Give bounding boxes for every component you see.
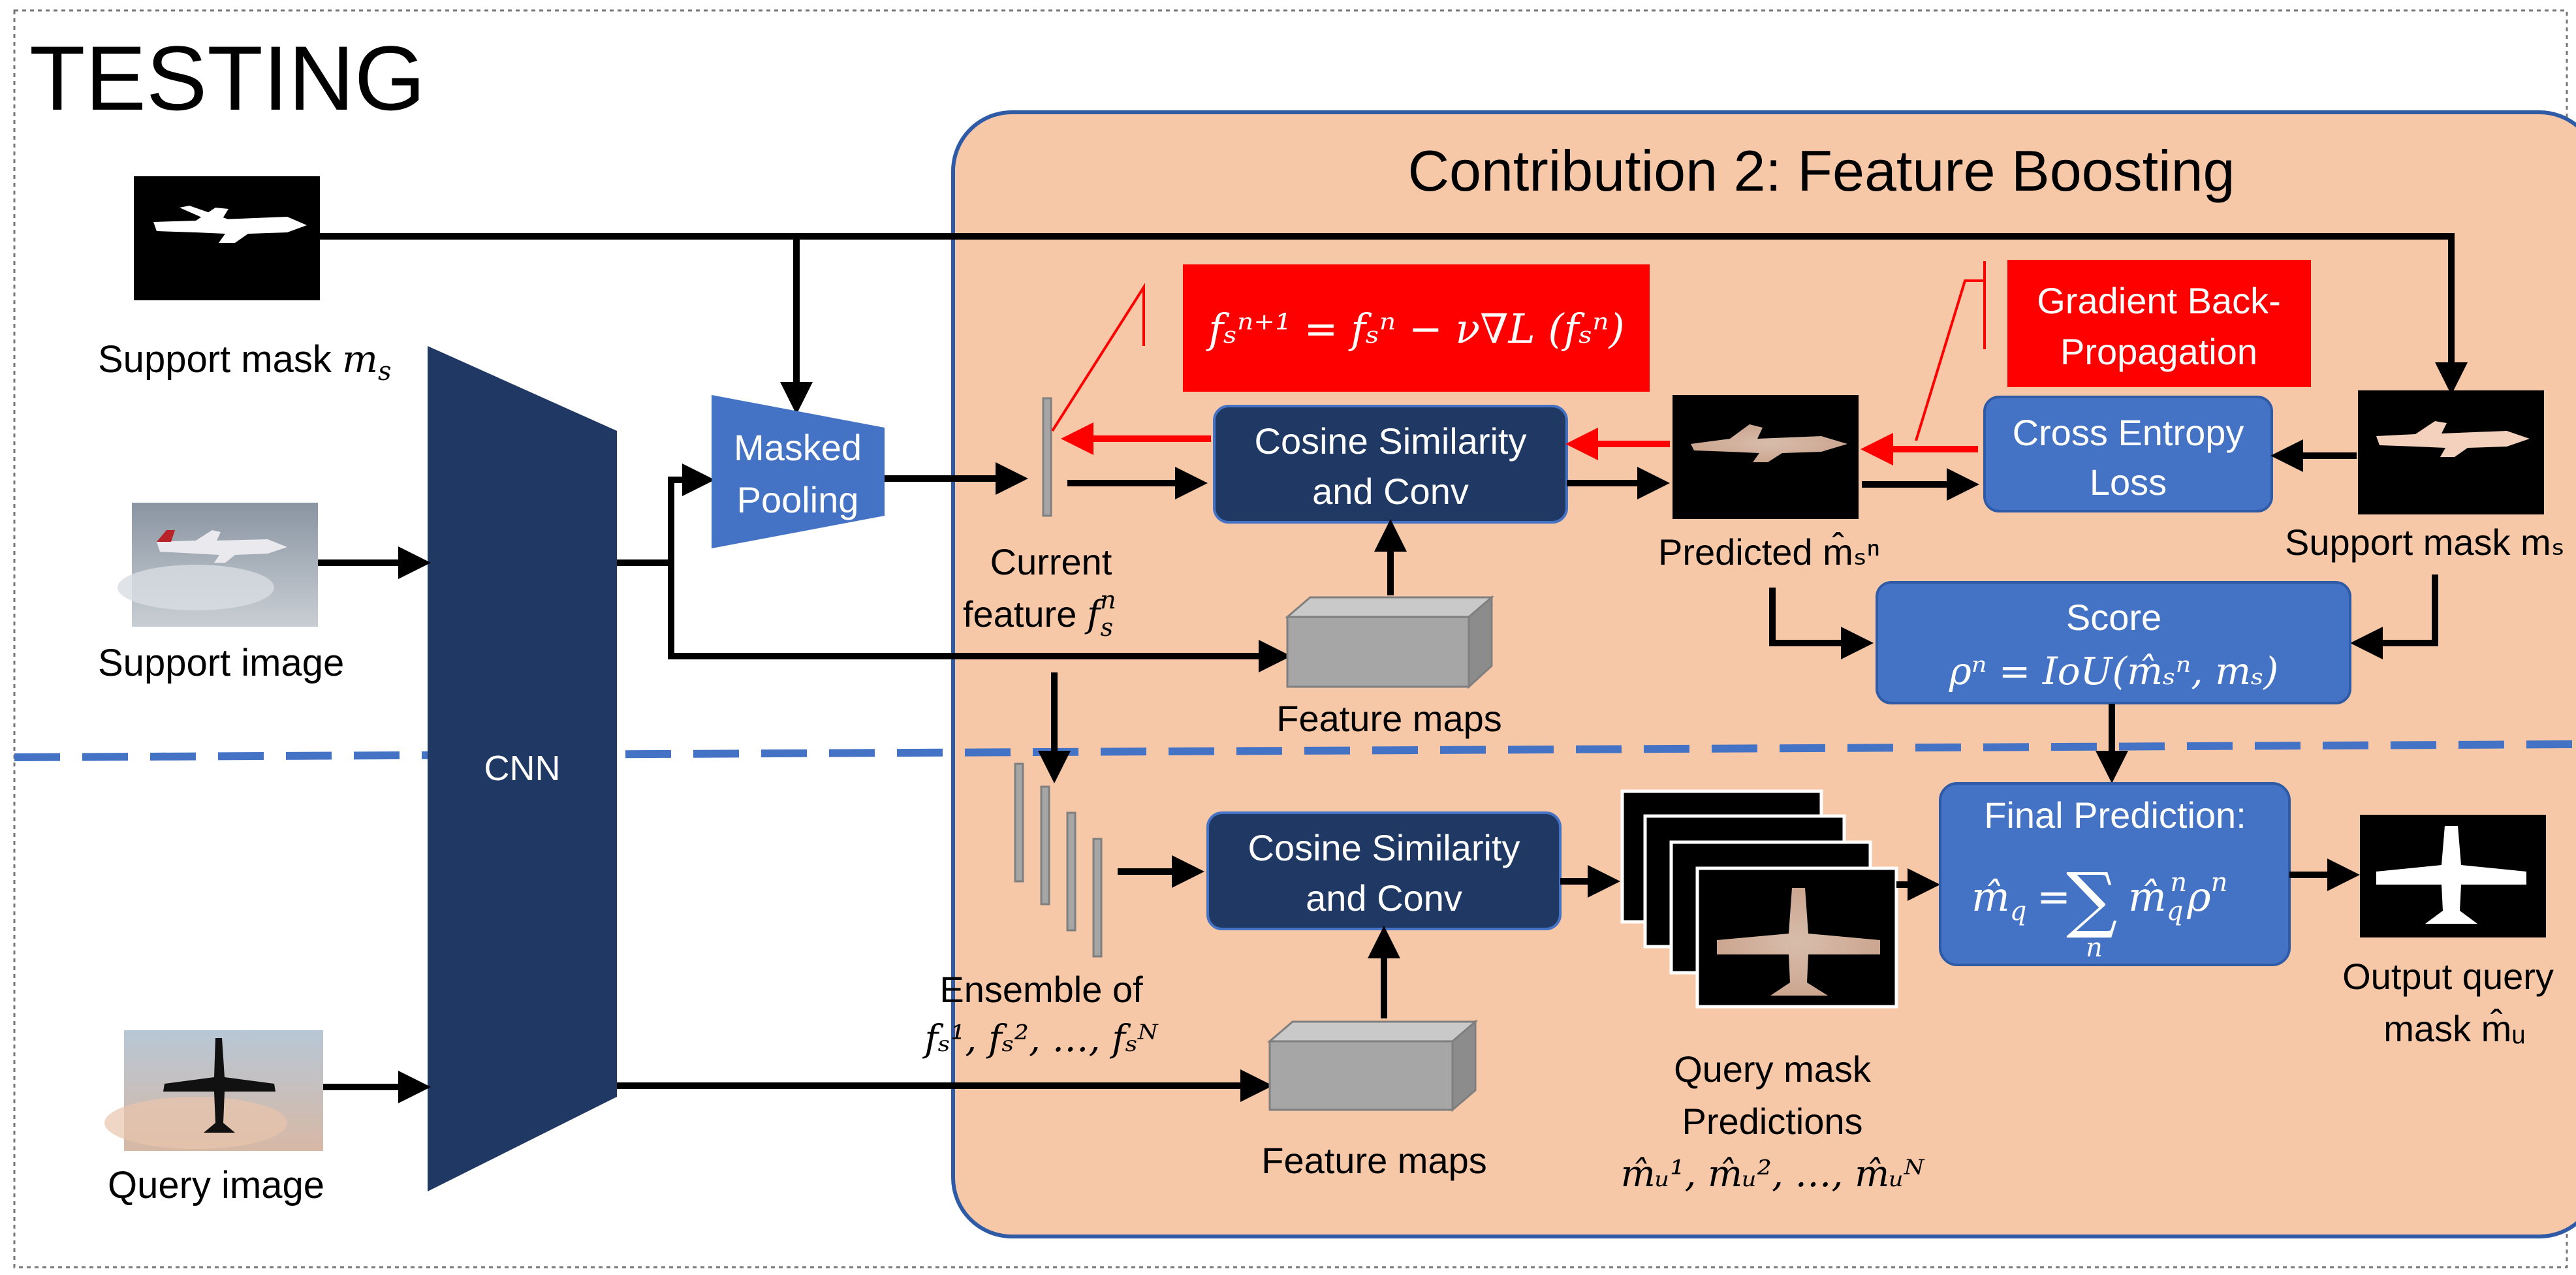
arrow-support-mask-to-right-mask <box>320 233 2468 395</box>
output-line1: Output query <box>2342 956 2554 997</box>
cosine-bottom-line1: Cosine Similarity <box>1248 827 1520 868</box>
ensemble-bars <box>1014 763 1103 958</box>
gradient-callout-line <box>1915 279 1985 441</box>
output-query-mask-image <box>2360 815 2546 937</box>
arrow-cnn-to-feature-maps-top <box>668 563 1291 672</box>
support-image-label: Support image <box>98 642 344 684</box>
panel-title: Contribution 2: Feature Boosting <box>1408 138 2235 203</box>
gradient-backprop-box <box>2007 260 2311 387</box>
svg-text:∑: ∑ <box>2066 857 2118 941</box>
predicted-label: Predicted m̂ₛⁿ <box>1658 531 1880 573</box>
cosine-top-line1: Cosine Similarity <box>1255 420 1527 462</box>
cnn-label: CNN <box>484 749 561 788</box>
update-equation-box <box>1183 264 1650 392</box>
cosine-top-line2: and Conv <box>1312 471 1469 512</box>
cosine-bottom-line2: and Conv <box>1306 877 1462 919</box>
output-line2: mask m̂ᵤ <box>2383 1008 2525 1049</box>
query-mask-predictions-stack <box>1620 789 1898 1009</box>
predicted-mask-image <box>1673 395 1859 519</box>
query-predictions-line1: Query mask <box>1674 1048 1872 1090</box>
support-mask-right-label: Support mask mₛ <box>2285 522 2565 563</box>
svg-text:m̂qnρn: m̂qnρn <box>2128 868 2227 926</box>
score-line2: ρⁿ = IoU(m̂ₛⁿ, mₛ) <box>1949 649 2279 693</box>
arrow-cnn-to-masked-pooling <box>617 464 715 566</box>
cnn-block <box>428 346 617 1191</box>
query-image <box>104 1030 323 1151</box>
query-predictions-line2: Predictions <box>1682 1101 1862 1142</box>
gradient-line1: Gradient Back- <box>2037 280 2281 321</box>
gradient-line2: Propagation <box>2060 331 2257 372</box>
cross-entropy-line2: Loss <box>2090 462 2167 503</box>
final-prediction-equation: m̂q = ∑ n m̂qnρn <box>1971 857 2227 963</box>
support-image <box>118 503 318 627</box>
cross-entropy-line1: Cross Entropy <box>2013 412 2244 453</box>
update-equation: fₛⁿ⁺¹ = fₛⁿ − ν∇L (fₛⁿ) <box>1206 305 1624 353</box>
feature-maps-top-block <box>1284 595 1495 689</box>
feature-maps-bottom-block <box>1266 1019 1479 1112</box>
query-predictions-line3: m̂ᵤ¹, m̂ᵤ², …, m̂ᵤᴺ <box>1621 1153 1925 1195</box>
support-mask-image <box>134 176 320 300</box>
masked-pooling-block <box>712 395 885 548</box>
final-prediction-line1: Final Prediction: <box>1984 795 2246 836</box>
svg-text:n: n <box>2086 933 2103 963</box>
support-mask-right-image <box>2358 390 2544 514</box>
main-title: TESTING <box>29 27 426 129</box>
feature-maps-top-label: Feature maps <box>1276 698 1502 739</box>
arrow-predicted-to-score <box>1769 588 1874 659</box>
current-feature-bar <box>1042 397 1052 517</box>
support-mask-label: Support mask ms <box>98 337 391 386</box>
score-box <box>1876 581 2351 704</box>
masked-pooling-line1: Masked <box>734 427 862 468</box>
feature-maps-bottom-label: Feature maps <box>1261 1140 1487 1181</box>
svg-text:=: = <box>2037 873 2071 921</box>
svg-text:m̂q: m̂q <box>1971 873 2026 926</box>
query-image-label: Query image <box>108 1164 324 1206</box>
score-line1: Score <box>2066 597 2161 638</box>
ensemble-line1: Ensemble of <box>939 969 1143 1010</box>
arrow-support-mask-right-to-score <box>2350 575 2438 659</box>
masked-pooling-line2: Pooling <box>737 479 859 520</box>
current-feature-line2: feature fsn <box>963 586 1116 642</box>
current-feature-line1: Current <box>990 541 1112 582</box>
ensemble-line2: fₛ¹, fₛ², …, fₛᴺ <box>922 1018 1158 1060</box>
